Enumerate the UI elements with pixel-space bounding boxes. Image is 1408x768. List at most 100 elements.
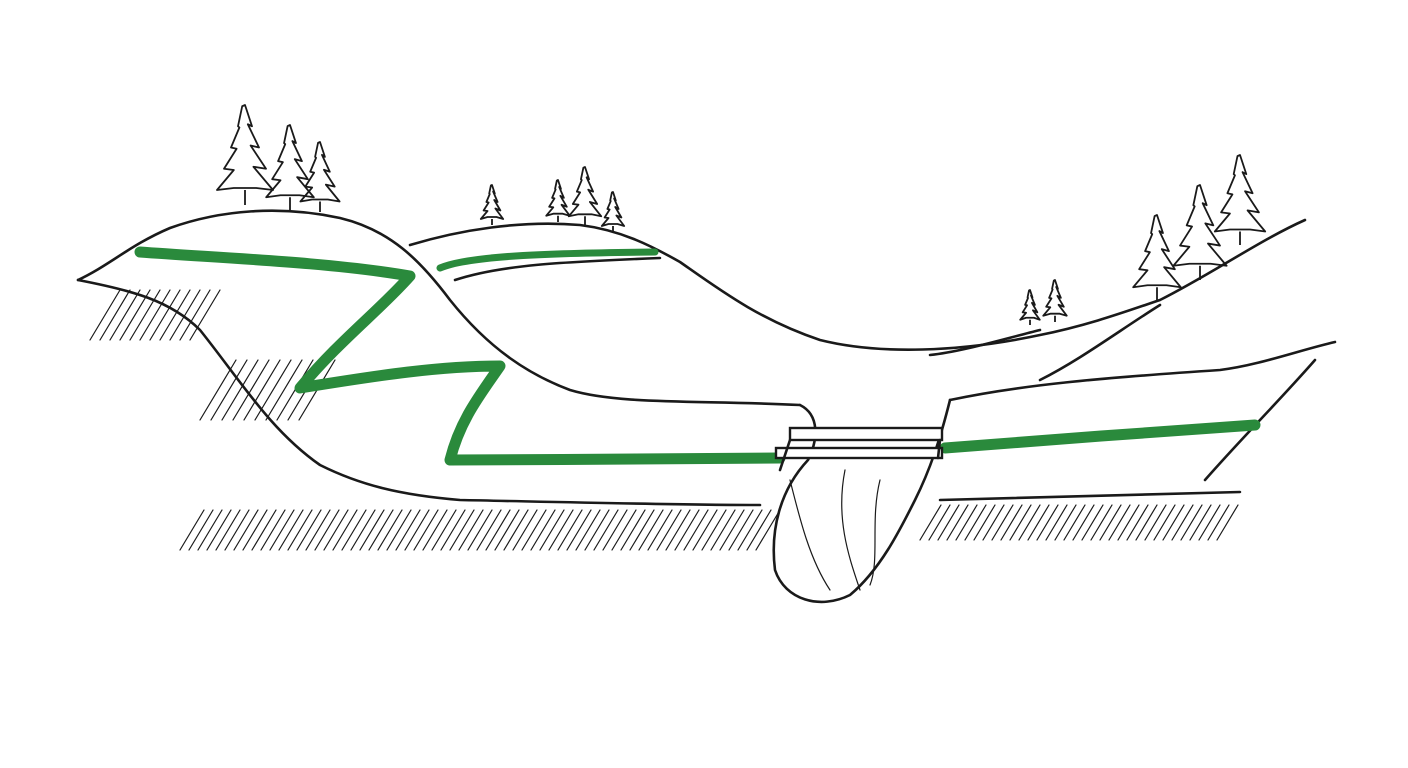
hatch-stroke bbox=[674, 509, 700, 551]
hatch-stroke bbox=[233, 509, 259, 551]
hatch-stroke bbox=[109, 289, 141, 341]
hatch-stroke bbox=[269, 509, 295, 551]
hatch-stroke bbox=[946, 504, 969, 541]
hatch-stroke bbox=[323, 509, 349, 551]
hatch-stroke bbox=[458, 509, 484, 551]
hatch-stroke bbox=[611, 509, 637, 551]
hatch-stroke bbox=[1027, 504, 1050, 541]
pine-trees bbox=[216, 104, 1267, 325]
hatch-stroke bbox=[620, 509, 646, 551]
hatch-stroke bbox=[629, 509, 655, 551]
hatch-stroke bbox=[1189, 504, 1212, 541]
hatch-stroke bbox=[1000, 504, 1023, 541]
hatch-stroke bbox=[647, 509, 673, 551]
hatch-stroke bbox=[189, 289, 221, 341]
hatch-stroke bbox=[278, 509, 304, 551]
pine-tree-icon bbox=[1213, 154, 1267, 245]
hatch-stroke bbox=[440, 509, 466, 551]
hatch-stroke bbox=[656, 509, 682, 551]
hatch-stroke bbox=[928, 504, 951, 541]
hatch-stroke bbox=[215, 509, 241, 551]
hatch-stroke bbox=[1126, 504, 1149, 541]
hatch-stroke bbox=[485, 509, 511, 551]
hatch-stroke bbox=[221, 359, 259, 421]
hatch-stroke bbox=[350, 509, 376, 551]
hatch-stroke bbox=[982, 504, 1005, 541]
hatch-stroke bbox=[557, 509, 583, 551]
hatch-stroke bbox=[332, 509, 358, 551]
hatch-stroke bbox=[431, 509, 457, 551]
trail-path-far bbox=[436, 248, 659, 272]
hatch-stroke bbox=[89, 289, 121, 341]
hatch-stroke bbox=[467, 509, 493, 551]
hatch-stroke bbox=[1054, 504, 1077, 541]
hatch-stroke bbox=[755, 509, 781, 551]
hatch-stroke bbox=[265, 359, 303, 421]
hatch-stroke bbox=[139, 289, 171, 341]
hatch-stroke bbox=[512, 509, 538, 551]
hatch-stroke bbox=[395, 509, 421, 551]
hatch-stroke bbox=[701, 509, 727, 551]
hatch-stroke bbox=[422, 509, 448, 551]
hatch-stroke bbox=[1099, 504, 1122, 541]
hatch-stroke bbox=[287, 509, 313, 551]
hatch-stroke bbox=[413, 509, 439, 551]
hatch-stroke bbox=[521, 509, 547, 551]
hatch-stroke bbox=[149, 289, 181, 341]
hatch-stroke bbox=[1117, 504, 1140, 541]
hatch-stroke bbox=[964, 504, 987, 541]
hatch-stroke bbox=[476, 509, 502, 551]
hatch-stroke bbox=[251, 509, 277, 551]
hatch-stroke bbox=[404, 509, 430, 551]
hatch-stroke bbox=[1063, 504, 1086, 541]
hatch-stroke bbox=[719, 509, 745, 551]
hatch-stroke bbox=[1180, 504, 1203, 541]
hatch-stroke bbox=[314, 509, 340, 551]
hatch-stroke bbox=[359, 509, 385, 551]
hatch-stroke bbox=[129, 289, 161, 341]
hatch-stroke bbox=[169, 289, 201, 341]
hatch-stroke bbox=[737, 509, 763, 551]
hatch-stroke bbox=[955, 504, 978, 541]
hatch-stroke bbox=[602, 509, 628, 551]
hatch-stroke bbox=[728, 509, 754, 551]
hatch-stroke bbox=[638, 509, 664, 551]
hatch-stroke bbox=[386, 509, 412, 551]
hatch-stroke bbox=[1072, 504, 1095, 541]
pine-tree-icon bbox=[600, 191, 626, 232]
hatch-stroke bbox=[159, 289, 191, 341]
hatch-stroke bbox=[665, 509, 691, 551]
hatch-stroke bbox=[305, 509, 331, 551]
trail-path-right bbox=[939, 419, 1261, 454]
hatch-stroke bbox=[260, 509, 286, 551]
hatch-stroke bbox=[179, 509, 205, 551]
hatch-stroke bbox=[494, 509, 520, 551]
hatch-stroke bbox=[683, 509, 709, 551]
hatch-stroke bbox=[919, 504, 942, 541]
hill-outlines bbox=[76, 209, 1337, 604]
hatch-stroke bbox=[1162, 504, 1185, 541]
pine-tree-icon bbox=[299, 141, 341, 212]
hatch-stroke bbox=[1045, 504, 1068, 541]
hatch-stroke bbox=[746, 509, 772, 551]
hatch-stroke bbox=[566, 509, 592, 551]
hatch-stroke bbox=[1198, 504, 1221, 541]
hatch-stroke bbox=[1081, 504, 1104, 541]
hatch-stroke bbox=[188, 509, 214, 551]
pine-tree-icon bbox=[265, 124, 315, 210]
hatch-stroke bbox=[539, 509, 565, 551]
hatch-stroke bbox=[530, 509, 556, 551]
hatch-stroke bbox=[1216, 504, 1239, 541]
hatch-stroke bbox=[368, 509, 394, 551]
trail-path bbox=[134, 246, 786, 466]
hatch-stroke bbox=[296, 509, 322, 551]
hatch-stroke bbox=[179, 289, 211, 341]
hatch-stroke bbox=[377, 509, 403, 551]
hatch-stroke bbox=[1018, 504, 1041, 541]
hatch-stroke bbox=[1153, 504, 1176, 541]
hatch-stroke bbox=[232, 359, 270, 421]
hatch-stroke bbox=[937, 504, 960, 541]
hatch-stroke bbox=[1171, 504, 1194, 541]
hatch-stroke bbox=[119, 289, 151, 341]
